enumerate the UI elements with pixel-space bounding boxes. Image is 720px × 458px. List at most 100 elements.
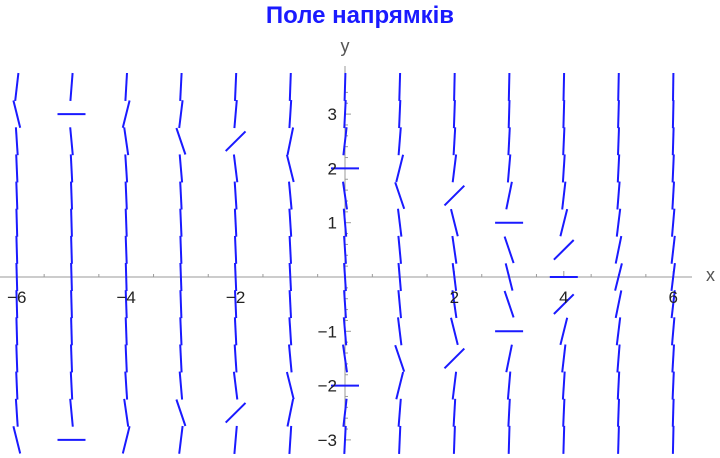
- direction-segment: [450, 317, 459, 346]
- direction-segment: [288, 262, 292, 292]
- direction-segment: [69, 127, 74, 156]
- direction-segment: [559, 317, 569, 346]
- direction-segment: [616, 344, 621, 373]
- direction-segment: [553, 239, 575, 261]
- direction-segment: [69, 398, 74, 427]
- direction-segment: [15, 344, 19, 373]
- direction-segment: [507, 398, 511, 427]
- direction-segment: [616, 154, 621, 183]
- y-tick-label: −1: [318, 322, 337, 341]
- direction-segment: [562, 72, 566, 101]
- direction-segment: [70, 344, 73, 373]
- direction-segment: [342, 181, 348, 210]
- direction-segment: [14, 398, 19, 427]
- direction-segment: [562, 425, 566, 454]
- direction-segment: [124, 154, 129, 183]
- direction-segment: [443, 347, 466, 370]
- direction-segment: [614, 235, 623, 264]
- direction-segment: [671, 127, 675, 156]
- direction-segment: [70, 235, 73, 264]
- direction-segment: [70, 208, 73, 237]
- direction-segment: [179, 72, 183, 101]
- direction-segment: [506, 154, 512, 183]
- direction-segment: [70, 290, 73, 319]
- direction-segment: [124, 371, 129, 400]
- direction-segment: [397, 127, 402, 156]
- direction-segment: [233, 181, 238, 210]
- direction-segment: [234, 290, 238, 319]
- direction-segment: [233, 100, 238, 129]
- direction-segment: [124, 317, 128, 346]
- direction-segment: [671, 208, 676, 237]
- direction-segment: [453, 72, 456, 101]
- direction-segment: [179, 181, 183, 210]
- direction-segment: [614, 263, 623, 291]
- direction-segment: [232, 371, 239, 400]
- direction-segment: [507, 127, 511, 156]
- direction-segment: [124, 344, 128, 373]
- direction-segment: [559, 208, 569, 237]
- direction-segment: [671, 317, 676, 346]
- direction-segment: [451, 290, 458, 319]
- direction-segment: [561, 154, 566, 183]
- direction-segment: [288, 72, 292, 101]
- direction-segment: [124, 290, 128, 319]
- y-tick-label: −2: [318, 377, 337, 396]
- direction-segment: [288, 181, 293, 210]
- direction-segment: [178, 154, 184, 183]
- direction-segment: [121, 100, 131, 128]
- direction-segment: [179, 290, 183, 319]
- direction-segment: [175, 399, 187, 427]
- direction-segment: [617, 127, 620, 156]
- direction-segment: [234, 72, 238, 101]
- direction-segment: [505, 344, 513, 373]
- x-tick-label: 4: [559, 288, 568, 307]
- x-axis-label: x: [706, 265, 715, 285]
- direction-segment: [553, 293, 575, 315]
- x-tick-label: 2: [450, 288, 459, 307]
- direction-segment: [562, 398, 566, 427]
- direction-segment: [123, 398, 130, 427]
- direction-segment: [233, 317, 238, 346]
- direction-segment: [15, 235, 19, 264]
- direction-segment: [397, 398, 402, 427]
- direction-segment: [343, 290, 347, 319]
- direction-segment: [561, 371, 566, 400]
- direction-segment: [233, 425, 238, 454]
- direction-segment: [397, 235, 402, 264]
- direction-segment: [452, 425, 456, 454]
- x-tick-label: −4: [117, 288, 136, 307]
- direction-segment: [504, 263, 514, 291]
- direction-segment: [616, 371, 621, 400]
- direction-segment: [451, 235, 458, 264]
- chart-title: Поле напрямків: [265, 2, 455, 29]
- direction-segment: [12, 426, 22, 454]
- direction-segment: [343, 100, 347, 129]
- direction-segment: [179, 344, 183, 373]
- direction-segment: [224, 130, 247, 152]
- direction-segment: [562, 127, 566, 156]
- direction-segment: [342, 398, 348, 427]
- direction-segment: [70, 317, 73, 346]
- direction-segment: [288, 344, 293, 373]
- direction-segment: [394, 181, 406, 210]
- direction-segment: [617, 72, 620, 101]
- direction-segment: [617, 425, 620, 454]
- direction-segment: [124, 208, 128, 237]
- direction-segment: [670, 235, 676, 264]
- direction-segment: [288, 425, 293, 454]
- y-tick-label: 1: [328, 214, 337, 233]
- direction-segments: [12, 72, 676, 454]
- direction-segment: [671, 181, 675, 210]
- direction-segment: [124, 262, 128, 292]
- direction-segment: [234, 235, 238, 264]
- direction-segment: [14, 127, 19, 156]
- direction-segment: [343, 235, 347, 264]
- direction-segment: [288, 290, 292, 319]
- direction-segment: [288, 208, 293, 237]
- direction-segment: [342, 317, 348, 346]
- direction-segment: [503, 236, 515, 264]
- direction-segment: [617, 398, 620, 427]
- direction-segment: [175, 127, 187, 155]
